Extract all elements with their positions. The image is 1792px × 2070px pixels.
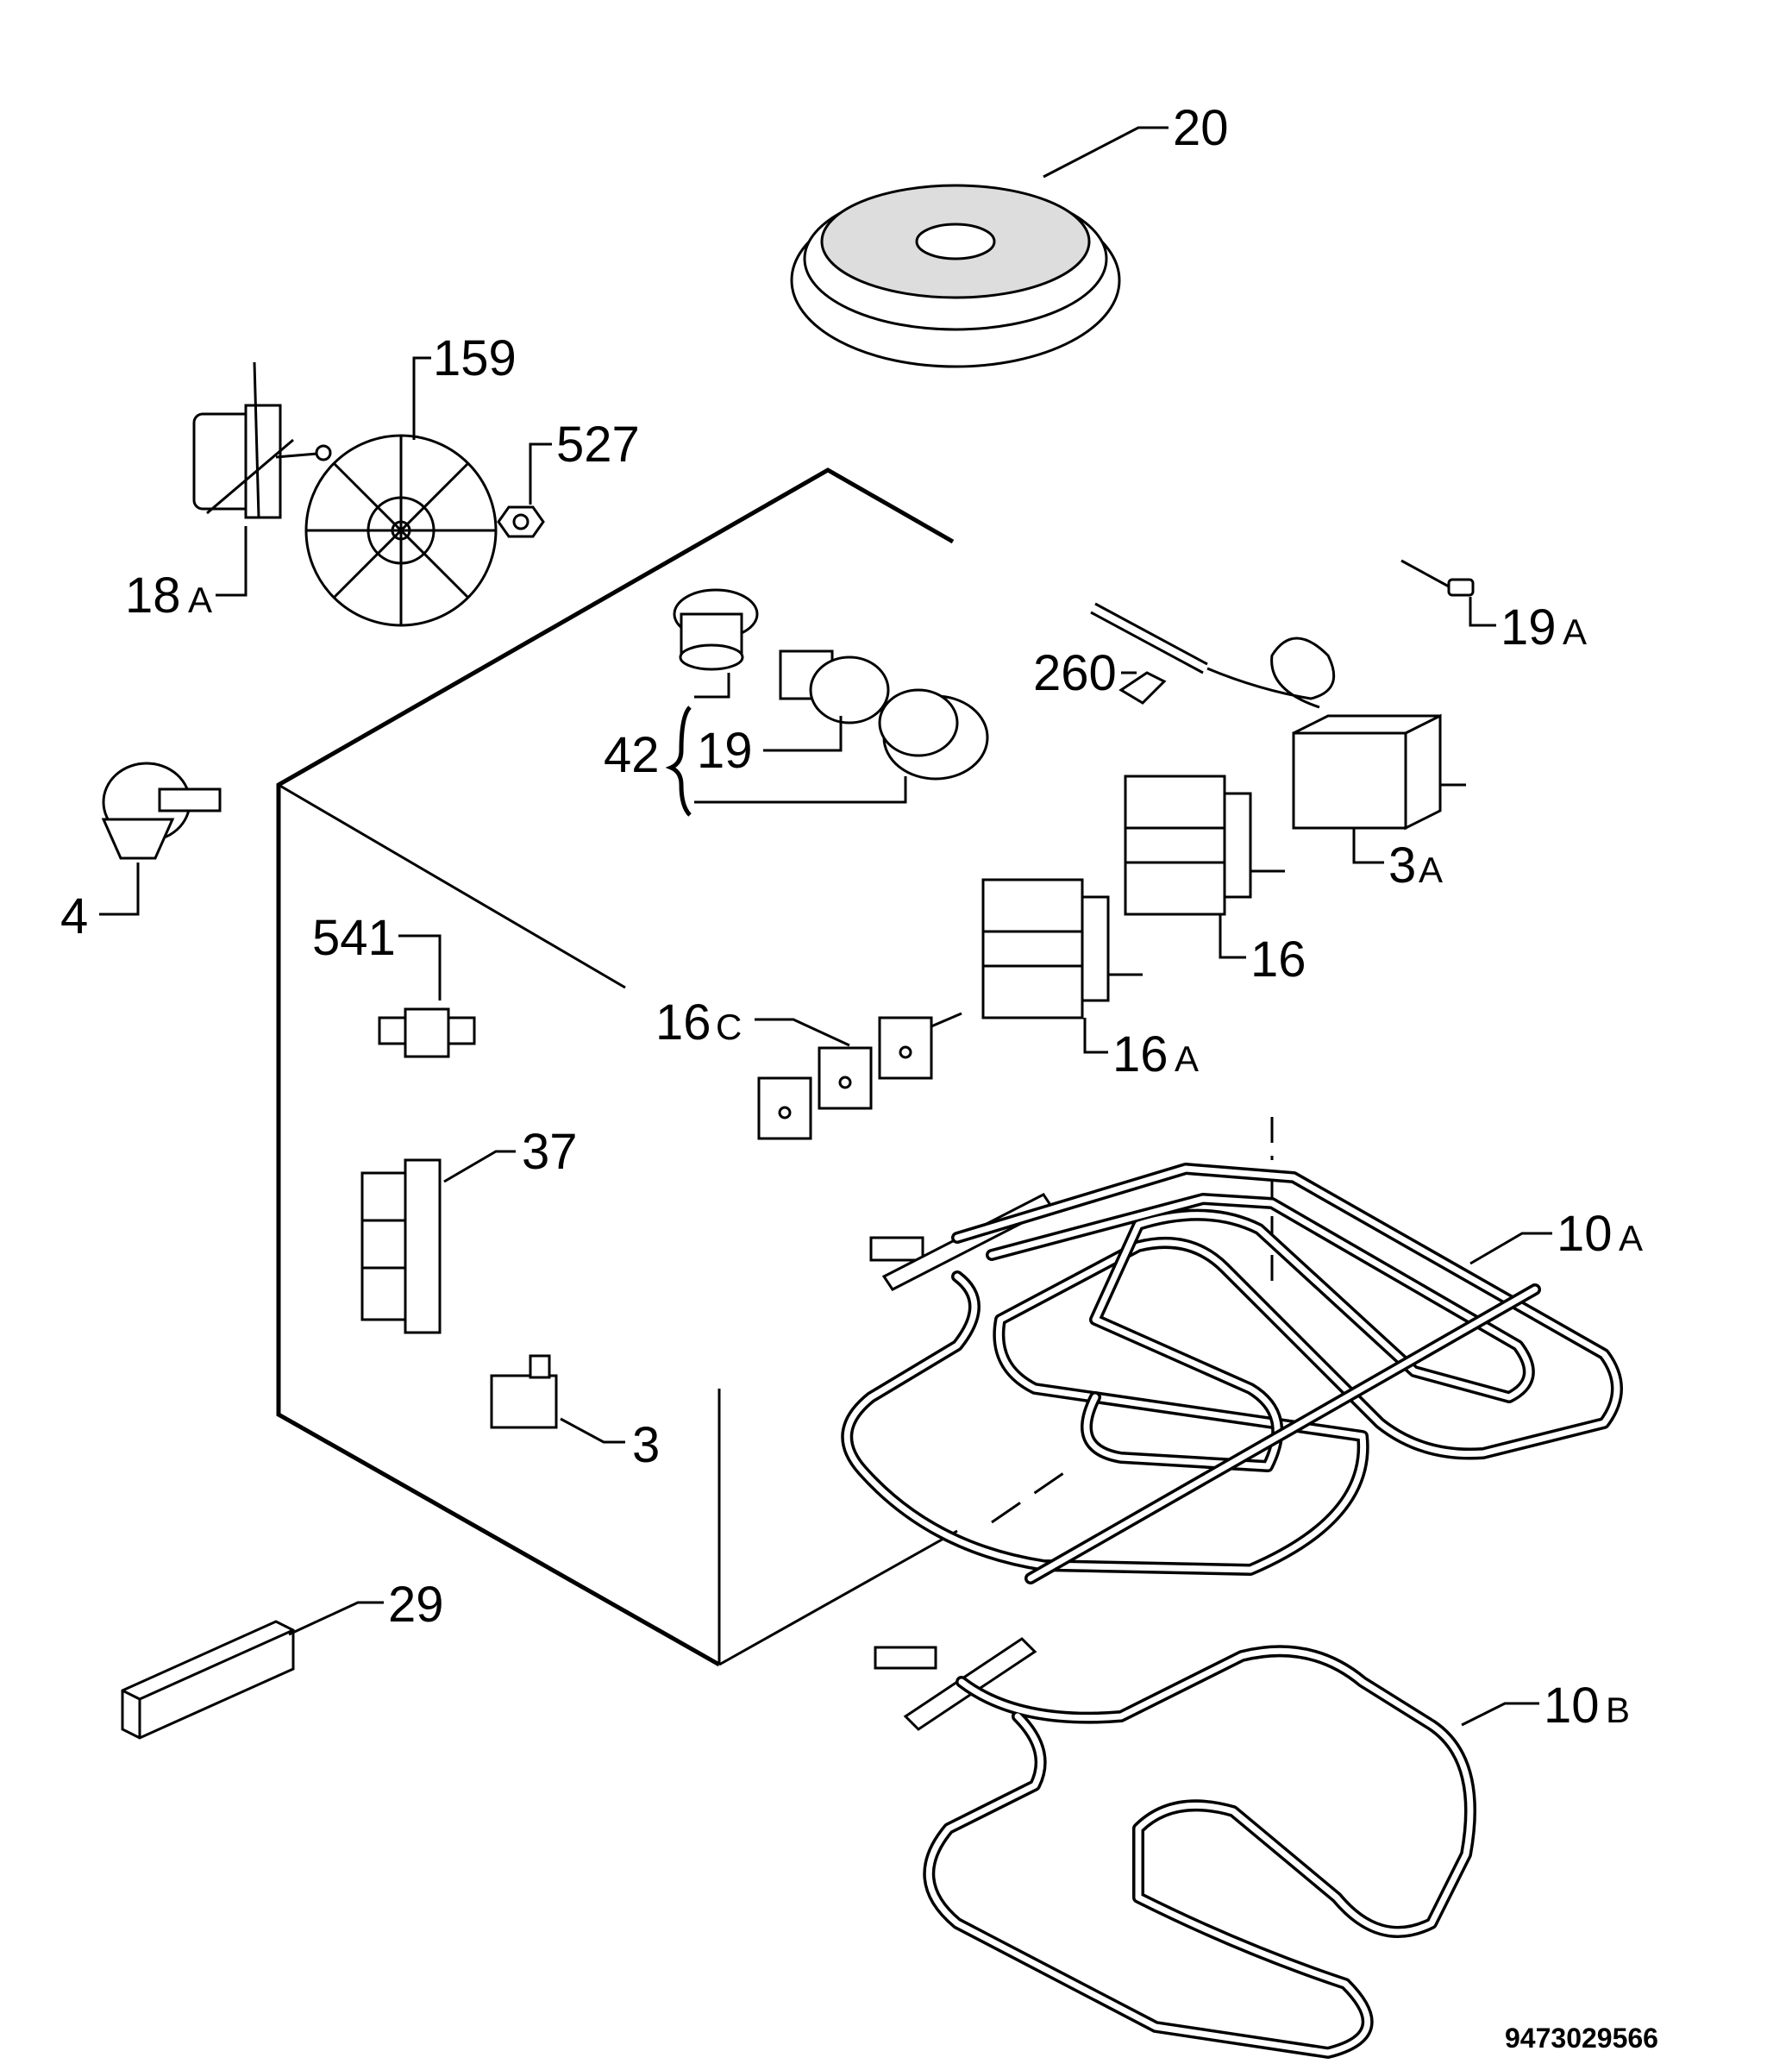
leader-10b [1461,1702,1539,1727]
fan-cover-plate [790,184,1121,368]
label-20: 20 [1173,100,1229,156]
label-159: 159 [433,330,517,386]
lamp-holder [673,588,759,671]
label-29: 29 [388,1577,444,1633]
label-527: 527 [556,417,640,473]
motor-4 [101,762,222,860]
plug-260 [1118,671,1167,705]
fan-motor [192,361,332,519]
label-16c-suffix: C [716,1007,742,1047]
leader-159 [412,356,431,440]
thermostat-3a [1090,602,1466,831]
leader-lamp-holder [694,673,730,699]
label-3a-number: 3 [1388,837,1416,894]
fan-nut [497,505,545,538]
document-number: 9473029566 [1505,2023,1658,2054]
label-541: 541 [312,910,396,966]
leader-19a [1469,597,1496,627]
label-10b-number: 10 [1544,1678,1600,1734]
connector-3 [490,1354,558,1429]
label-10b-suffix: B [1606,1690,1630,1730]
leader-3 [560,1417,625,1444]
leader-541 [398,934,442,1000]
bracket-42 [665,706,692,817]
label-16: 16 [1250,932,1306,988]
grill-element-10a [841,1117,1623,1584]
label-3: 3 [632,1417,660,1473]
leader-527 [529,442,552,505]
switch-block-16c [757,1012,962,1140]
leader-lamp-cover [694,776,907,804]
leader-16c [755,1018,850,1047]
label-10a-suffix: A [1619,1218,1643,1258]
label-3a-suffix: A [1419,850,1443,890]
sensor-19a [1400,559,1475,597]
leader-37 [443,1150,516,1183]
leader-18a [216,526,247,597]
label-260: 260 [1033,645,1117,701]
ignition-unit-29 [121,1620,295,1740]
leader-20 [1043,126,1169,179]
label-16c-number: 16 [655,994,711,1051]
label-10a-number: 10 [1557,1206,1613,1262]
switch-16a [981,878,1143,1019]
label-19: 19 [697,723,753,779]
leader-3a [1352,828,1384,864]
leader-29 [288,1601,384,1636]
leader-10a [1469,1232,1552,1265]
bottom-element-10b [874,1637,1476,2059]
label-18a-suffix: A [188,580,212,620]
leader-4 [99,862,140,916]
lamp-bulb [779,649,890,724]
fan-blade [304,434,498,627]
label-19a-suffix: A [1563,612,1587,652]
switch-16 [1124,775,1285,916]
terminal-541 [378,1007,476,1058]
label-19a-number: 19 [1501,599,1557,656]
leader-19 [763,716,843,752]
label-16a-suffix: A [1175,1038,1199,1079]
oven-cavity-outline [276,467,958,1667]
label-42: 42 [604,727,660,783]
label-4: 4 [60,888,88,944]
leader-16 [1219,914,1246,959]
lamp-cover [878,688,989,781]
label-37: 37 [522,1124,578,1180]
label-18a-number: 18 [125,568,181,624]
terminal-block-37 [360,1158,442,1334]
label-16a-number: 16 [1112,1026,1169,1082]
leader-16a [1083,1018,1108,1054]
